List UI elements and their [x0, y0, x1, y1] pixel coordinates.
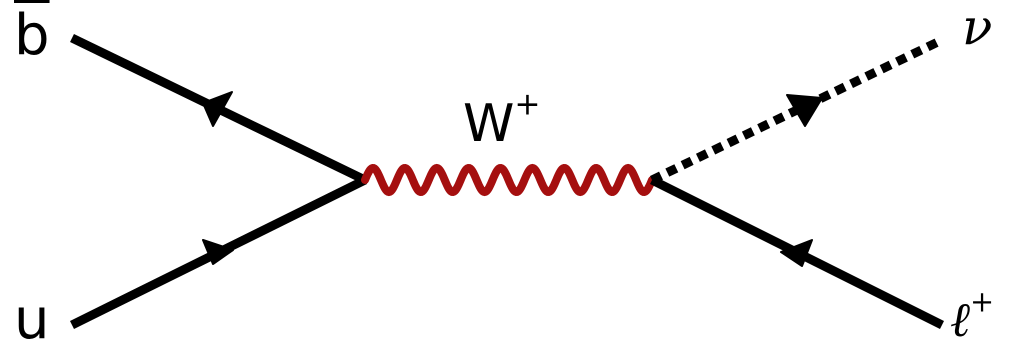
- w-boson-label: W+: [463, 86, 541, 154]
- lepton-arrow-icon: [780, 239, 813, 267]
- b-bar-label: b: [14, 3, 50, 68]
- u-label: u: [14, 287, 50, 352]
- b-bar-arrow-icon: [202, 91, 233, 127]
- neutrino-arrow-icon: [786, 94, 823, 127]
- neutrino-label: ν: [962, 0, 993, 56]
- lepton-label: ℓ+: [950, 284, 995, 348]
- w-boson-propagator: [361, 163, 656, 197]
- u-quark-arrow-icon: [202, 239, 234, 265]
